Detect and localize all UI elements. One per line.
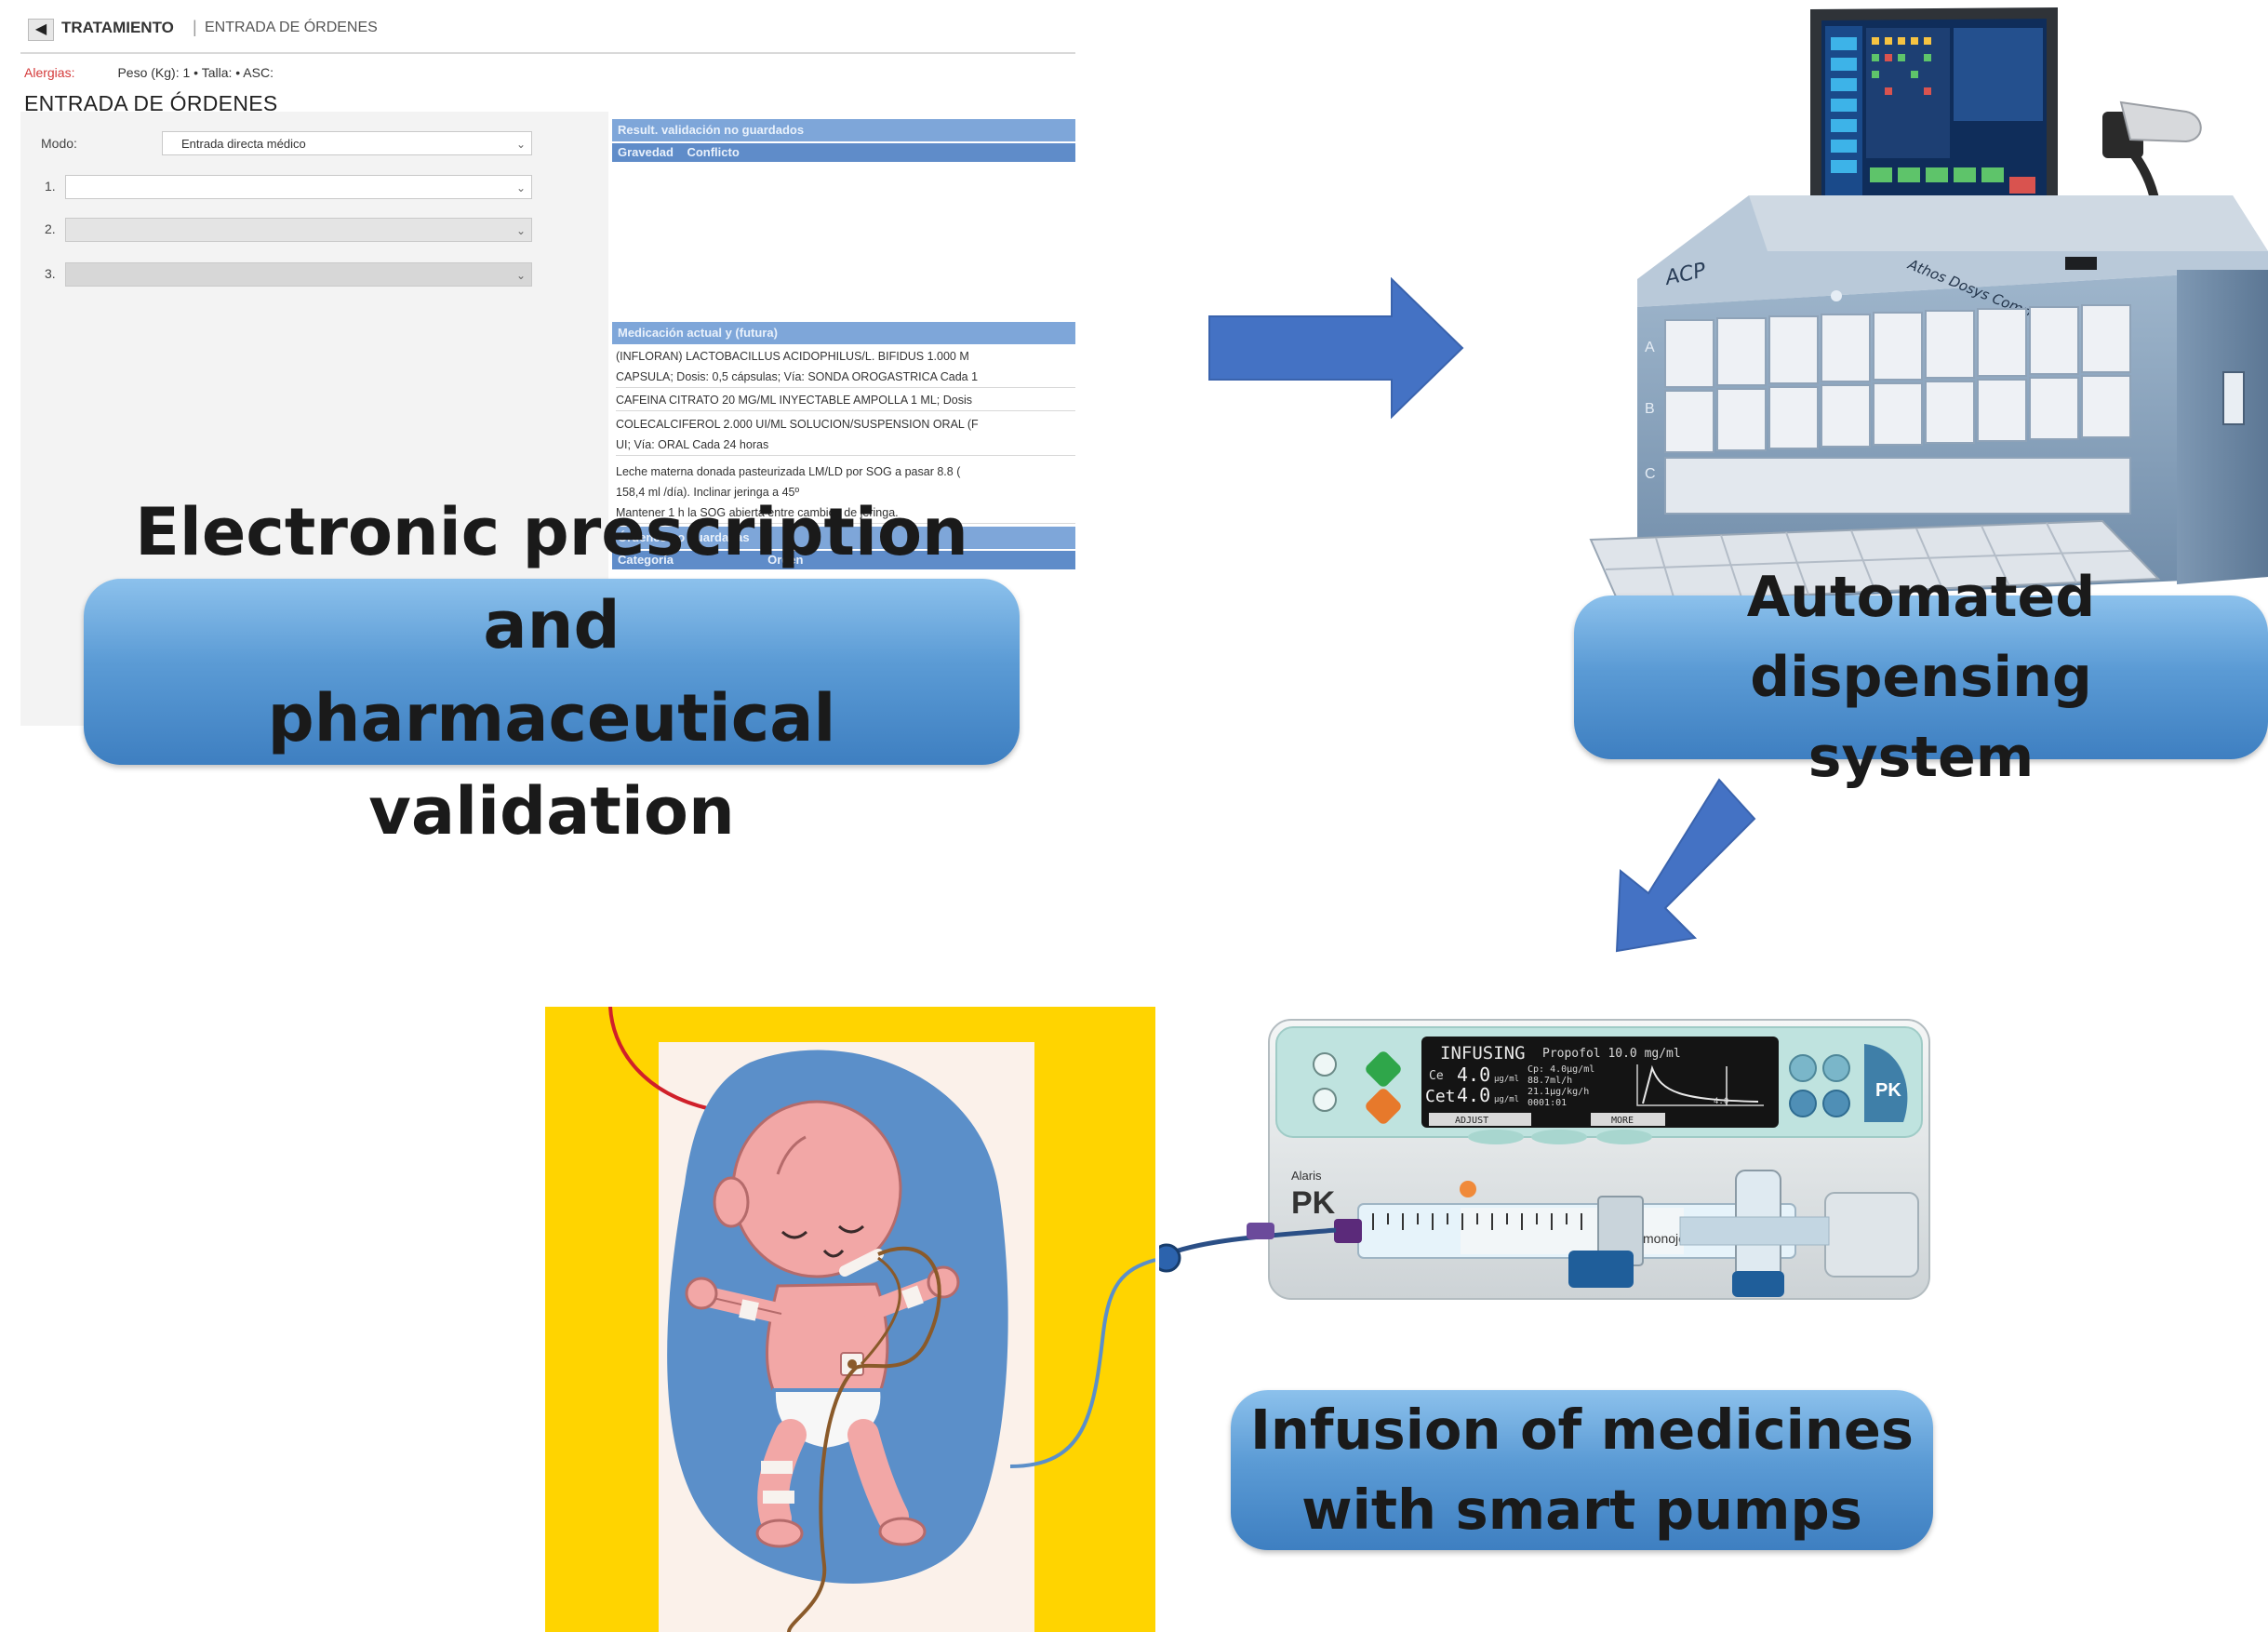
softkey-more[interactable]: MORE — [1611, 1116, 1634, 1126]
chevron-down-icon: ⌄ — [515, 181, 526, 194]
pump-brand-small: Alaris — [1291, 1169, 1322, 1183]
validation-header: Result. validación no guardados — [612, 119, 1075, 141]
drawer-row-c — [1664, 457, 2131, 515]
dispensing-label: Automated dispensing system — [1574, 565, 2268, 790]
current-meds-header: Medicación actual y (futura) — [612, 322, 1075, 344]
column-conflict: Conflicto — [687, 145, 740, 159]
page-title: ENTRADA DE ÓRDENES — [24, 91, 278, 115]
label-line: system — [1808, 725, 2035, 790]
medication-entry[interactable]: (INFLORAN) LACTOBACILLUS ACIDOPHILUS/L. … — [616, 346, 1075, 388]
start-button[interactable] — [1364, 1050, 1403, 1089]
pump-drug: Propofol 10.0 mg/ml — [1542, 1047, 1681, 1061]
mode-value: Entrada directa médico — [181, 137, 306, 151]
svg-text:PK: PK — [1875, 1080, 1901, 1101]
readout-line: Cp: 4.0µg/ml — [1528, 1064, 1594, 1075]
label-line: Electronic prescription and — [135, 494, 968, 663]
medication-line: Mantener 1 h la SOG abierta entre cambio… — [616, 506, 899, 519]
label-line: Automated dispensing — [1746, 565, 2096, 710]
chevron-down-icon: ⌄ — [515, 138, 526, 151]
breadcrumb-page: ENTRADA DE ÓRDENES — [205, 20, 378, 35]
cet-unit: µg/ml — [1494, 1095, 1519, 1104]
medication-entry[interactable]: CAFEINA CITRATO 20 MG/ML INYECTABLE AMPO… — [616, 390, 1075, 411]
smart-pump: INFUSING Propofol 10.0 mg/ml Ce 4.0 µg/m… — [1159, 1019, 1930, 1300]
mode-label: Modo: — [41, 136, 77, 151]
validation-columns: Gravedad Conflicto — [612, 143, 1075, 162]
readout-line: 88.7ml/h — [1528, 1076, 1572, 1086]
ce-unit: µg/ml — [1494, 1075, 1519, 1084]
back-arrow-icon[interactable]: ◀ — [28, 19, 54, 41]
medication-line: Leche materna donada pasteurizada LM/LD … — [616, 465, 961, 478]
open-drawer — [1589, 519, 2161, 605]
chevron-down-icon: ⌄ — [515, 224, 526, 237]
medication-line: COLECALCIFEROL 2.000 UI/ML SOLUCION/SUSP… — [616, 418, 979, 431]
prescription-label: Electronic prescription and pharmaceutic… — [84, 494, 1020, 849]
pump-status: INFUSING — [1440, 1043, 1526, 1063]
readout-line: 21.1µg/kg/h — [1528, 1087, 1589, 1097]
medication-entry[interactable]: Leche materna donada pasteurizada LM/LD … — [616, 462, 1075, 524]
baby-head — [713, 1100, 902, 1278]
medication-line: CAFEINA CITRATO 20 MG/ML INYECTABLE AMPO… — [616, 394, 972, 407]
ce-label: Ce — [1429, 1069, 1444, 1083]
column-order: Orden — [767, 553, 804, 567]
column-severity: Gravedad — [618, 145, 674, 159]
breadcrumb-separator: | — [193, 18, 197, 36]
patient-info: Peso (Kg): 1 • Talla: • ASC: — [117, 65, 273, 80]
order-slot-select[interactable]: ⌄ — [65, 175, 532, 199]
infusion-label: Infusion of medicines with smart pumps — [1231, 1390, 1933, 1550]
syringe: monoject — [1334, 1170, 1919, 1297]
neonate-illustration — [545, 1007, 1155, 1632]
cet-label: Cet — [1425, 1087, 1456, 1106]
medication-line: (INFLORAN) LACTOBACILLUS ACIDOPHILUS/L. … — [616, 350, 969, 363]
row-letter: A — [1645, 340, 1655, 355]
medication-entry[interactable]: COLECALCIFEROL 2.000 UI/ML SOLUCION/SUSP… — [616, 414, 1075, 456]
pump-brand-big: PK — [1291, 1185, 1336, 1221]
softkey-adjust[interactable]: ADJUST — [1455, 1116, 1488, 1126]
label-line: with smart pumps — [1301, 1478, 1862, 1542]
medication-line: CAPSULA; Dosis: 0,5 cápsulas; Vía: SONDA… — [616, 370, 979, 383]
order-slot-label: 1. — [45, 179, 56, 194]
concentration-graph — [1636, 1064, 1764, 1106]
order-slot-label: 2. — [45, 221, 56, 236]
medication-line: UI; Vía: ORAL Cada 24 horas — [616, 438, 769, 451]
arrow-down-left-icon — [1615, 778, 1756, 953]
label-line: pharmaceutical validation — [267, 680, 836, 849]
readout-line: 0001:01 — [1528, 1098, 1567, 1108]
allergies-label: Alergias: — [24, 65, 75, 80]
medication-line: 158,4 ml /día). Inclinar jeringa a 45º — [616, 486, 800, 499]
label-line: Infusion of medicines — [1249, 1398, 1914, 1462]
column-category: Categoría — [618, 553, 674, 567]
monitor-icon — [1810, 7, 2058, 229]
order-slot-select[interactable]: ⌄ — [65, 262, 532, 287]
unsaved-orders-columns: Categoría Orden — [612, 551, 1075, 569]
order-slot-label: 3. — [45, 266, 56, 281]
breadcrumb-section[interactable]: TRATAMIENTO — [61, 19, 174, 36]
ce-value: 4.0 — [1457, 1063, 1490, 1086]
barcode-scanner-icon — [2102, 100, 2202, 234]
arrow-right-icon — [1208, 277, 1464, 419]
drawer-row-b — [1664, 375, 2131, 453]
drawer-row-a — [1664, 304, 2131, 388]
mode-select[interactable]: Entrada directa médico ⌄ — [162, 131, 532, 155]
dispensing-cabinet: ACP Athos Dosys Compact A B C — [1589, 7, 2268, 605]
stop-button[interactable] — [1364, 1087, 1403, 1126]
row-letter: C — [1645, 466, 1656, 482]
graph-value: 4.0 — [1714, 1097, 1728, 1106]
patient-info-row: Alergias: Peso (Kg): 1 • Talla: • ASC: — [24, 65, 273, 80]
chevron-down-icon: ⌄ — [515, 269, 526, 282]
cet-value: 4.0 — [1457, 1084, 1490, 1106]
row-letter: B — [1645, 401, 1655, 417]
unsaved-orders-header: Órdenes no guardadas — [612, 527, 1075, 549]
baby-body — [685, 1265, 960, 1548]
header-bar — [20, 0, 1075, 54]
order-slot-select[interactable]: ⌄ — [65, 218, 532, 242]
